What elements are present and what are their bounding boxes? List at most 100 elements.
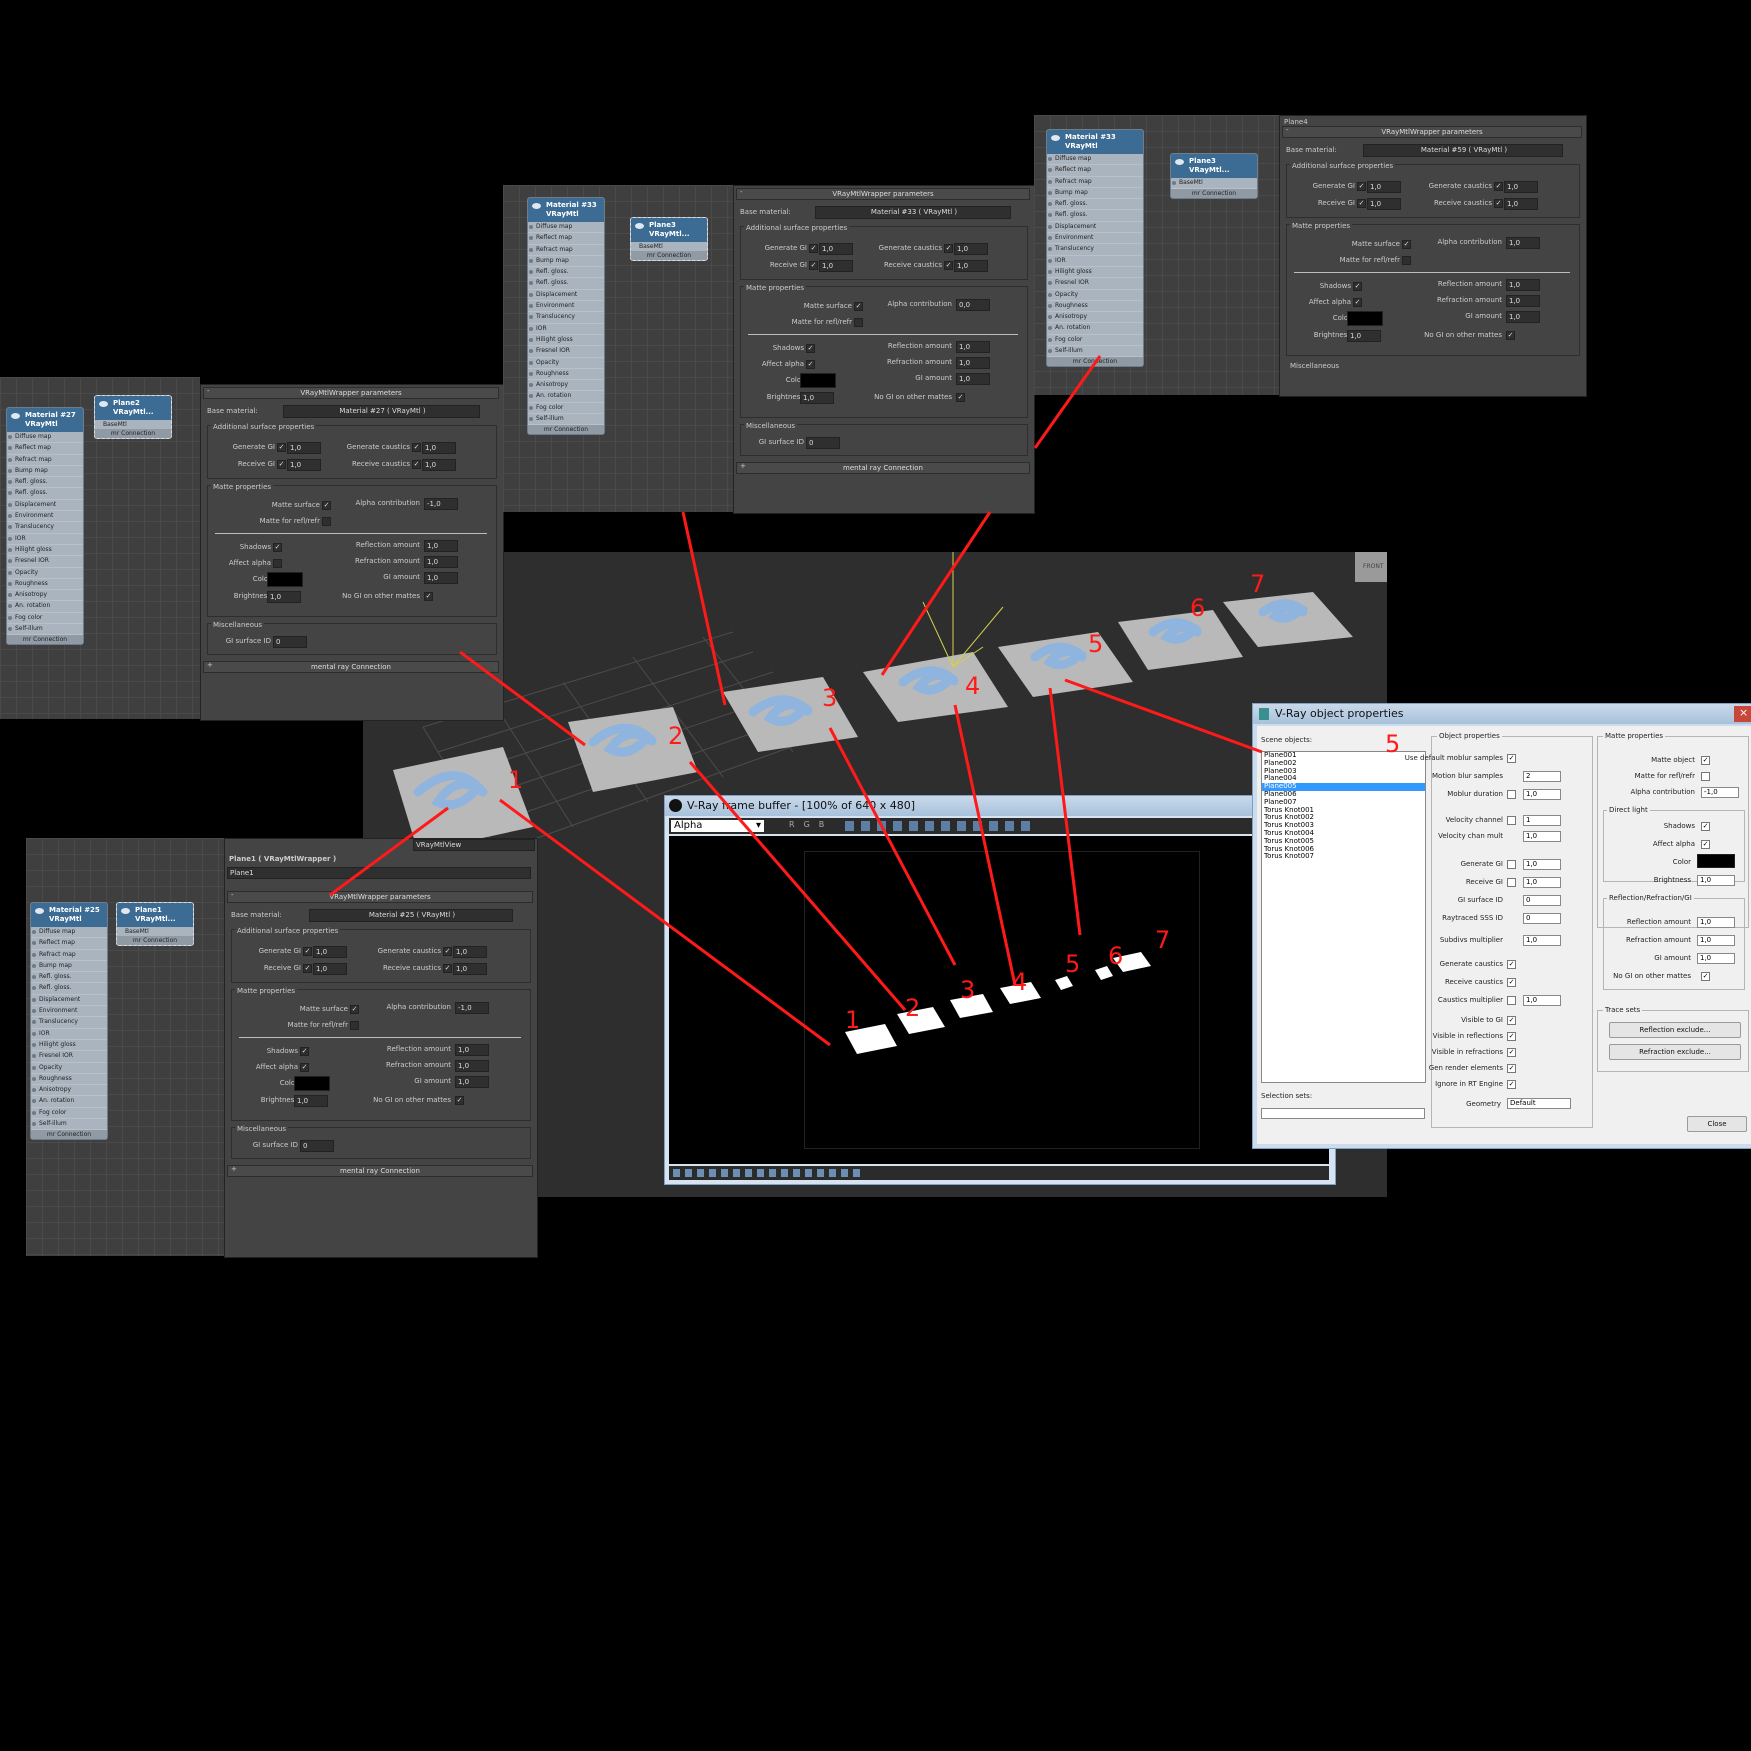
receive-gi-checkbox[interactable]	[1507, 878, 1516, 887]
map-slot[interactable]: Translucency	[7, 522, 83, 534]
refraction-exclude-button[interactable]: Refraction exclude...	[1609, 1044, 1741, 1060]
map-slot[interactable]: Fog color	[528, 403, 604, 415]
rollout-header[interactable]: VRayMtlWrapper parameters	[203, 387, 499, 399]
map-slot[interactable]: Displacement	[528, 290, 604, 302]
map-slot[interactable]: An. rotation	[31, 1096, 107, 1108]
generate_caustics-checkbox[interactable]: ✓	[443, 947, 452, 956]
map-slot[interactable]: An. rotation	[7, 601, 83, 613]
receive_gi-checkbox[interactable]: ✓	[809, 261, 818, 270]
map-slot[interactable]: Hilight gloss	[7, 545, 83, 557]
shadows-checkbox[interactable]: ✓	[273, 543, 282, 552]
map-slot[interactable]: Displacement	[7, 500, 83, 512]
map-slot[interactable]: Environment	[1047, 233, 1143, 245]
visible-in-refractions-checkbox[interactable]: ✓	[1507, 1048, 1516, 1057]
close-button[interactable]: Close	[1687, 1116, 1747, 1132]
render-area[interactable]	[669, 836, 1329, 1164]
receive_caustics-checkbox[interactable]: ✓	[443, 964, 452, 973]
rgb-toggles[interactable]: RGB	[789, 820, 834, 829]
receive_caustics-value[interactable]: 1,0	[453, 963, 487, 975]
receive-caustics-checkbox[interactable]: ✓	[1507, 978, 1516, 987]
ignore-rt-checkbox[interactable]: ✓	[1507, 1080, 1516, 1089]
generate-caustics-checkbox[interactable]: ✓	[1507, 960, 1516, 969]
raytraced-sss-id-value[interactable]: 0	[1523, 913, 1561, 924]
map-slot[interactable]: Diffuse map	[31, 927, 107, 939]
brightness-value[interactable]: 1,0	[294, 1095, 328, 1107]
selection-sets-select[interactable]	[1261, 1108, 1425, 1119]
map-slot[interactable]: Roughness	[7, 579, 83, 591]
gi_amount-value[interactable]: 1,0	[455, 1076, 489, 1088]
alpha-contribution-value[interactable]: 1,0	[1506, 237, 1540, 249]
map-slot[interactable]: Displacement	[1047, 222, 1143, 234]
no-gi-checkbox[interactable]: ✓	[956, 393, 965, 402]
map-slot[interactable]: Self-illum	[528, 414, 604, 426]
channel-select[interactable]: Alpha▾	[671, 820, 764, 832]
scene-object-item[interactable]: Plane005	[1262, 782, 1425, 791]
mental-ray-rollout[interactable]: mental ray Connection	[227, 1165, 533, 1177]
reflection-amount-value[interactable]: 1,0	[1697, 917, 1735, 928]
map-slot[interactable]: Translucency	[1047, 244, 1143, 256]
geometry-select[interactable]: Default	[1507, 1098, 1571, 1109]
map-slot[interactable]: Environment	[31, 1006, 107, 1018]
affect-alpha-checkbox[interactable]	[273, 559, 282, 568]
map-slot[interactable]: Diffuse map	[1047, 154, 1143, 166]
map-slot[interactable]: Refract map	[528, 245, 604, 256]
name-field[interactable]: Plane1	[227, 867, 531, 879]
refraction_amount-value[interactable]: 1,0	[455, 1060, 489, 1072]
generate_gi-checkbox[interactable]: ✓	[277, 443, 286, 452]
gi-amount-value[interactable]: 1,0	[1697, 953, 1735, 964]
receive_gi-checkbox[interactable]: ✓	[1357, 199, 1366, 208]
brightness-value[interactable]: 1,0	[1347, 330, 1381, 342]
map-slot[interactable]: Displacement	[31, 995, 107, 1007]
shadows-checkbox[interactable]: ✓	[1701, 822, 1710, 831]
receive_gi-value[interactable]: 1,0	[287, 459, 321, 471]
matte-surface-checkbox[interactable]: ✓	[1402, 240, 1411, 249]
map-slot[interactable]: Fog color	[31, 1108, 107, 1120]
receive_caustics-value[interactable]: 1,0	[1504, 198, 1538, 210]
map-slot[interactable]: Hilight gloss	[528, 335, 604, 347]
brightness-value[interactable]: 1,0	[1697, 875, 1735, 886]
scene-object-item[interactable]: Torus Knot003	[1264, 821, 1314, 830]
rollout-minus[interactable]: -	[1286, 126, 1289, 134]
scene-object-item[interactable]: Torus Knot005	[1264, 836, 1314, 845]
receive_gi-value[interactable]: 1,0	[1367, 198, 1401, 210]
map-slot[interactable]: Self-illum	[1047, 346, 1143, 358]
gi-surface-id-value[interactable]: 0	[1523, 895, 1561, 906]
generate_caustics-value[interactable]: 1,0	[422, 442, 456, 454]
map-slot[interactable]: Opacity	[7, 568, 83, 579]
reflection_amount-value[interactable]: 1,0	[956, 341, 990, 353]
no-gi-checkbox[interactable]: ✓	[1701, 972, 1710, 981]
use-default-moblur-checkbox[interactable]: ✓	[1507, 754, 1516, 763]
map-slot[interactable]: Diffuse map	[528, 222, 604, 234]
map-slot[interactable]: Opacity	[1047, 290, 1143, 301]
gi_amount-value[interactable]: 1,0	[956, 373, 990, 385]
map-slot[interactable]: Reflect map	[528, 233, 604, 245]
gi_amount-value[interactable]: 1,0	[1506, 311, 1540, 323]
matte-refl-checkbox[interactable]	[350, 1021, 359, 1030]
props-titlebar[interactable]: V-Ray object properties	[1253, 704, 1751, 724]
matte-refl-checkbox[interactable]	[1402, 256, 1411, 265]
matte-object-checkbox[interactable]: ✓	[1701, 756, 1710, 765]
map-slot[interactable]: Roughness	[31, 1074, 107, 1086]
receive_caustics-checkbox[interactable]: ✓	[1494, 199, 1503, 208]
vfb-toolbar-icons[interactable]	[845, 821, 1035, 831]
close-window-button[interactable]: ×	[1734, 706, 1751, 722]
map-slot[interactable]: Reflect map	[31, 938, 107, 950]
scene-object-item[interactable]: Torus Knot007	[1264, 852, 1314, 861]
generate_caustics-value[interactable]: 1,0	[954, 243, 988, 255]
affect-alpha-checkbox[interactable]: ✓	[300, 1063, 309, 1072]
scene-object-item[interactable]: Plane003	[1264, 766, 1297, 775]
caustics-multiplier-value[interactable]: 1,0	[1523, 995, 1561, 1006]
rollout-minus[interactable]: -	[207, 387, 210, 395]
gen-render-elements-checkbox[interactable]: ✓	[1507, 1064, 1516, 1073]
reflection_amount-value[interactable]: 1,0	[1506, 279, 1540, 291]
matte-surface-checkbox[interactable]: ✓	[322, 501, 331, 510]
shadows-checkbox[interactable]: ✓	[1353, 282, 1362, 291]
map-slot[interactable]: Opacity	[31, 1063, 107, 1074]
map-slot[interactable]: Refract map	[31, 950, 107, 961]
map-slot[interactable]: Hilight gloss	[31, 1040, 107, 1052]
